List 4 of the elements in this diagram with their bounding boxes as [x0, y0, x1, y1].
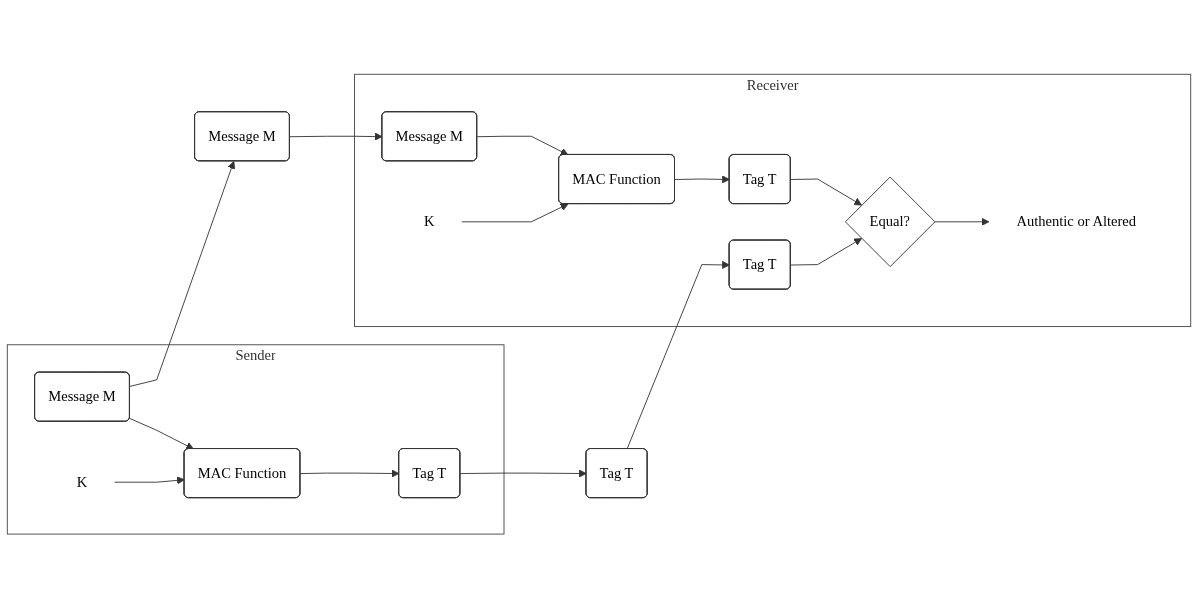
node-text: K [424, 213, 435, 229]
node-diamond: Equal? [844, 176, 936, 267]
node-text: K [76, 473, 88, 490]
node-text: Authentic or Altered [1016, 213, 1137, 229]
